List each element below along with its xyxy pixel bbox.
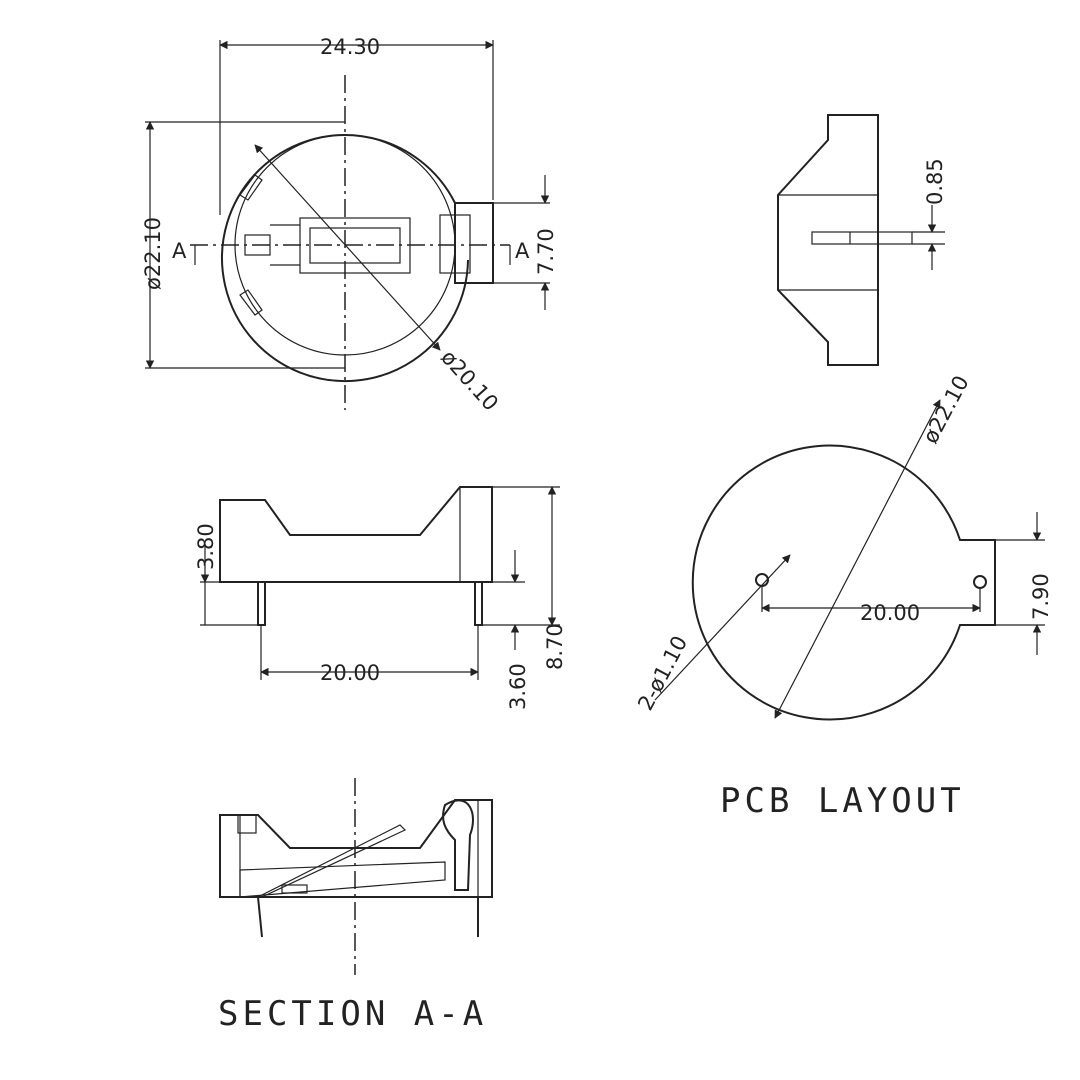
- wall-height-label: 3.80: [194, 523, 218, 570]
- section-title: SECTION A-A: [218, 994, 487, 1034]
- section-marker-right: A: [515, 239, 530, 263]
- side-view: 0.85: [777, 114, 947, 366]
- pcb-outline: [691, 444, 996, 721]
- hole-pitch-label: 20.00: [860, 601, 920, 625]
- front-view: 3.80 20.00 3.60 8.70: [194, 486, 567, 710]
- pin-length-label: 3.60: [506, 663, 530, 710]
- side-pin: [811, 231, 913, 245]
- pcb-layout-title: PCB LAYOUT: [720, 781, 965, 821]
- top-view: 24.30 ø22.10 ø20.10 7.70 A A: [141, 35, 558, 416]
- pcb-layout: ø22.10 20.00 7.90 2-ø1.10 PCB LAYOUT: [633, 372, 1053, 821]
- width-dim-label: 24.30: [320, 35, 380, 59]
- outer-dia-label: ø22.10: [141, 217, 165, 290]
- section-marker-left: A: [172, 239, 187, 263]
- inner-dia-label: ø20.10: [436, 345, 503, 415]
- pin-dim-label: 0.85: [923, 158, 947, 205]
- holder-tab: [454, 202, 494, 284]
- pcb-dia-label: ø22.10: [918, 372, 973, 448]
- pcb-hole-right: [973, 575, 987, 589]
- pin-pitch-label: 20.00: [320, 661, 380, 685]
- section-view: SECTION A-A: [218, 778, 493, 1034]
- tab-dim-label: 7.90: [1029, 573, 1053, 620]
- tab-dim-label: 7.70: [534, 228, 558, 275]
- holes-label: 2-ø1.10: [633, 632, 692, 714]
- total-height-label: 8.70: [543, 623, 567, 670]
